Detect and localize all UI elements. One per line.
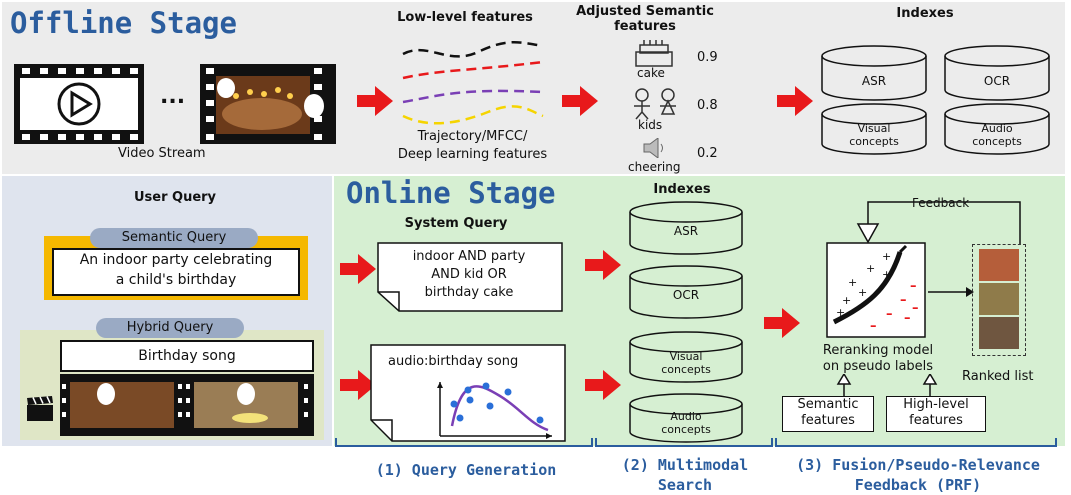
concept-label: cheering xyxy=(628,160,681,174)
minus-mark: – xyxy=(900,293,907,308)
feedback-label: Feedback xyxy=(912,196,970,210)
arrow-icon xyxy=(777,86,813,116)
arrow-icon xyxy=(764,308,800,338)
minus-mark: – xyxy=(904,311,911,326)
low-level-features-title: Low-level features xyxy=(397,10,533,25)
cake-icon xyxy=(635,40,673,67)
plus-mark: + xyxy=(836,306,845,319)
arrow-icon xyxy=(585,370,621,400)
arrow-icon xyxy=(340,370,376,400)
index-visual-concepts: Visual concepts xyxy=(849,122,899,148)
minus-mark: – xyxy=(912,301,919,316)
step-brackets xyxy=(335,438,1057,447)
concept-label: kids xyxy=(638,118,663,132)
reranking-caption: Reranking model on pseudo labels xyxy=(822,343,934,374)
online-stage-title: Online Stage xyxy=(346,176,556,210)
plus-mark: + xyxy=(866,262,875,275)
ranked-list-box xyxy=(972,244,1026,356)
speaker-icon xyxy=(643,138,663,158)
plus-mark: + xyxy=(848,276,857,289)
minus-mark: – xyxy=(870,319,877,334)
index-audio-concepts: Audio concepts xyxy=(972,122,1022,148)
feature-trajectories xyxy=(402,40,544,125)
ranked-list-caption: Ranked list xyxy=(962,369,1034,384)
ranked-item xyxy=(979,249,1019,281)
semantic-query-text: An indoor party celebrating a child's bi… xyxy=(52,248,300,296)
concept-score: 0.8 xyxy=(697,98,718,113)
arrow-icon xyxy=(357,86,393,116)
index-visual-concepts: Visual concepts xyxy=(661,350,711,376)
ranked-item xyxy=(979,283,1019,315)
concept-label: cake xyxy=(637,66,665,80)
offline-index-cylinders xyxy=(821,45,1050,155)
arrow-icon xyxy=(340,254,376,284)
plus-mark: + xyxy=(882,268,891,281)
online-index-cylinders xyxy=(629,201,743,443)
user-query-title: User Query xyxy=(133,190,217,205)
reranking-model-plot: +++++++ –––––– xyxy=(826,242,926,338)
hybrid-query-label: Hybrid Query xyxy=(96,318,244,338)
minus-mark: – xyxy=(886,307,893,322)
highlevel-features-box: High-level features xyxy=(886,396,986,432)
index-asr: ASR xyxy=(673,224,699,238)
index-audio-concepts: Audio concepts xyxy=(661,410,711,436)
offline-stage-title: Offline Stage xyxy=(10,6,237,40)
step-multimodal-search: (2) Multimodal Search xyxy=(621,456,749,494)
offline-stage-panel xyxy=(2,2,1065,174)
semantic-features-title: Adjusted Semantic features xyxy=(576,4,714,34)
concept-score: 0.2 xyxy=(697,146,718,161)
kids-icon xyxy=(634,88,676,120)
audio-query-text: audio:birthday song xyxy=(388,354,519,369)
ranked-item xyxy=(979,317,1019,349)
hybrid-video-strip xyxy=(60,374,314,436)
plus-mark: + xyxy=(842,294,851,307)
feedback-loop-arrow xyxy=(856,201,1021,244)
arrow-to-ranked-list xyxy=(928,287,974,297)
system-query-text: indoor AND party AND kid OR birthday cak… xyxy=(412,249,526,300)
index-ocr: OCR xyxy=(983,74,1011,88)
system-query-note xyxy=(377,242,563,312)
system-query-title: System Query xyxy=(404,216,508,231)
step-query-generation: (1) Query Generation xyxy=(375,461,557,479)
audio-query-note xyxy=(370,344,566,442)
minus-mark: – xyxy=(910,279,917,294)
plus-mark: + xyxy=(882,250,891,263)
step-fusion-prf: (3) Fusion/Pseudo-Relevance Feedback (PR… xyxy=(796,456,1040,494)
index-ocr: OCR xyxy=(672,288,700,302)
plus-mark: + xyxy=(858,286,867,299)
concept-score: 0.9 xyxy=(697,50,718,65)
low-level-caption: Trajectory/MFCC/ Deep learning features xyxy=(397,129,548,162)
semantic-query-label: Semantic Query xyxy=(90,228,258,248)
offline-indexes-title: Indexes xyxy=(896,6,954,21)
index-asr: ASR xyxy=(861,74,887,88)
video-film-strip xyxy=(14,64,336,144)
more-frames-dots: ... xyxy=(160,84,186,109)
arrow-icon xyxy=(562,86,598,116)
arrow-icon xyxy=(585,250,621,280)
hybrid-query-text: Birthday song xyxy=(60,340,314,372)
clapperboard-icon xyxy=(27,396,53,421)
semantic-features-box: Semantic features xyxy=(782,396,874,432)
online-indexes-title: Indexes xyxy=(653,182,711,197)
video-stream-caption: Video Stream xyxy=(118,146,206,161)
